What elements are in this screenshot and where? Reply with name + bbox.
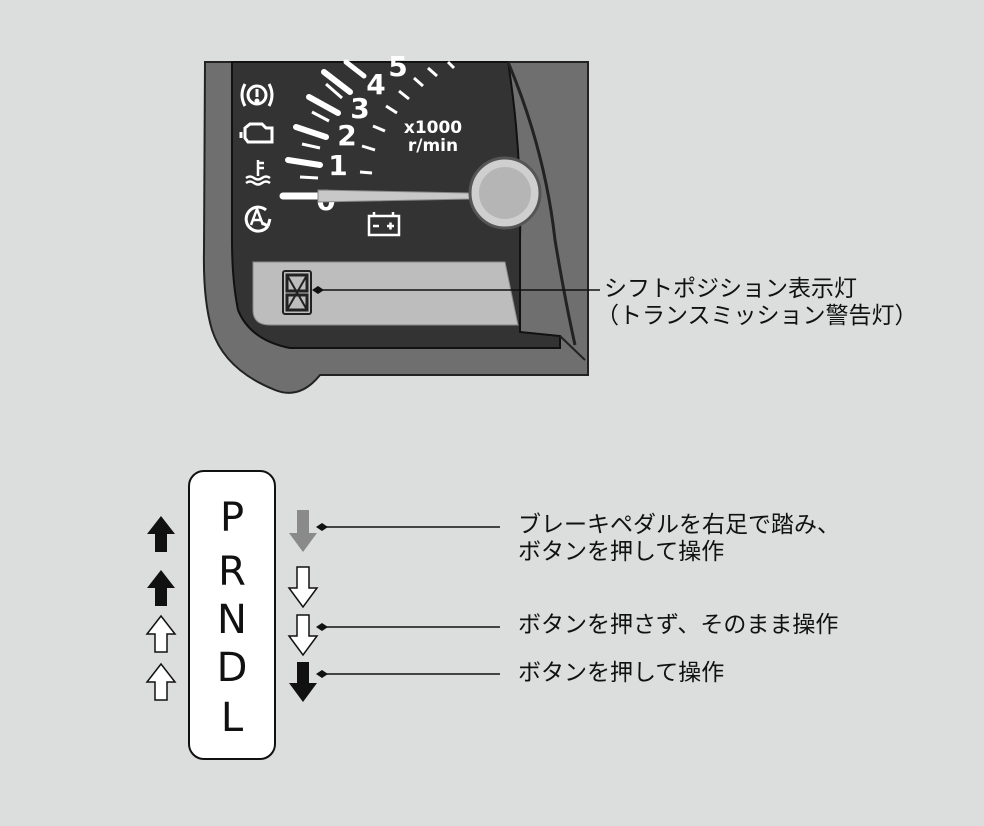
arrow-down-black bbox=[289, 662, 317, 702]
tach-major-ticks bbox=[279, 59, 367, 200]
note-brake-and-button-line2: ボタンを押して操作 bbox=[518, 539, 725, 565]
tach-number-3: 3 bbox=[350, 92, 369, 125]
tach-minor-ticks bbox=[299, 60, 456, 180]
shift-position-indicator-icon bbox=[282, 270, 312, 315]
arrow-up-white-1 bbox=[145, 614, 177, 653]
arrow-down-white-1 bbox=[287, 566, 319, 609]
tach-number-5: 5 bbox=[388, 50, 407, 83]
arrow-up-black-2 bbox=[147, 570, 175, 606]
gear-p: P bbox=[219, 495, 245, 541]
note-brake-and-button-line1: ブレーキペダルを右足で踏み、 bbox=[518, 512, 840, 538]
shift-display-panel bbox=[252, 261, 519, 326]
shift-gate-box: P R N D L bbox=[188, 470, 276, 760]
tach-unit-x1000: x1000 bbox=[404, 118, 462, 138]
arrow-down-white-2 bbox=[287, 614, 319, 657]
auto-idle-stop-icon bbox=[244, 205, 272, 233]
tach-number-2: 2 bbox=[337, 119, 356, 152]
shift-position-label: シフトポジション表示灯 bbox=[604, 276, 857, 302]
brake-warning-icon bbox=[240, 83, 274, 107]
battery-charge-icon bbox=[367, 212, 401, 237]
gear-r: R bbox=[218, 549, 246, 595]
arrow-up-black-1 bbox=[147, 516, 175, 552]
tach-number-1: 1 bbox=[328, 149, 347, 182]
note-press-button: ボタンを押して操作 bbox=[518, 660, 725, 686]
check-engine-icon bbox=[239, 122, 274, 144]
tach-unit-rmin: r/min bbox=[408, 136, 458, 156]
gear-d: D bbox=[216, 645, 248, 691]
gear-l: L bbox=[220, 695, 244, 741]
note-no-button: ボタンを押さず、そのまま操作 bbox=[518, 612, 839, 638]
transmission-warning-label: （トランスミッション警告灯） bbox=[596, 303, 918, 329]
coolant-temperature-icon bbox=[245, 160, 271, 186]
arrow-down-gray bbox=[289, 510, 317, 552]
arrow-up-white-2 bbox=[145, 662, 177, 701]
bezel-edge bbox=[506, 61, 577, 346]
tach-number-4: 4 bbox=[366, 68, 385, 101]
gear-n: N bbox=[217, 597, 247, 643]
